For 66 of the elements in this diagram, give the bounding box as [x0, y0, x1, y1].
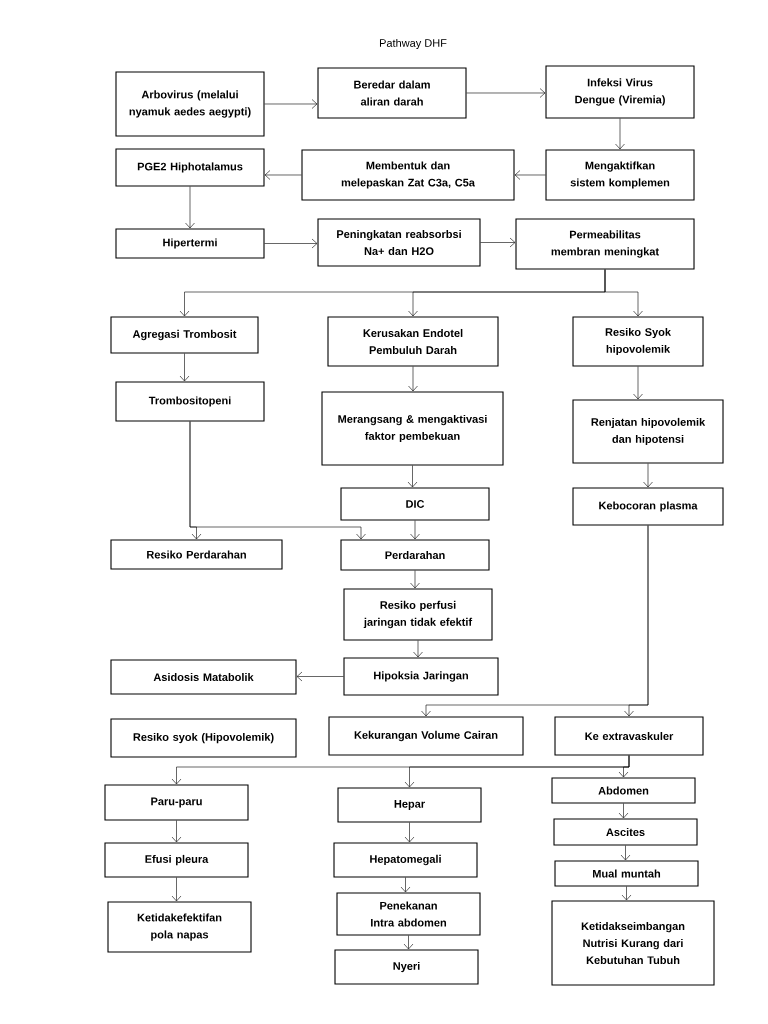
process-box: Mual muntah: [554, 860, 699, 887]
process-box: Kerusakan Endotel Pembuluh Darah: [327, 316, 499, 367]
arrow: [604, 269, 643, 317]
arrow: [466, 88, 546, 98]
arrow: [410, 520, 420, 540]
arrow: [410, 570, 420, 589]
process-box: Resiko Perdarahan: [110, 539, 283, 570]
process-box: Beredar dalam aliran darah: [317, 67, 467, 119]
process-box: Ketidakefektifan pola napas: [107, 901, 252, 953]
process-box: Resiko perfusi jaringan tidak efektif: [343, 588, 493, 641]
process-box: Arbovirus (melalui nyamuk aedes aegypti): [115, 71, 265, 137]
arrow: [403, 935, 414, 950]
process-box: Merangsang & mengaktivasi faktor pembekuan: [321, 391, 504, 466]
process-box: Trombositopeni: [115, 381, 265, 422]
arrow: [615, 118, 625, 150]
process-box: Peningkatan reabsorbsi Na+ dan H2O: [317, 218, 481, 267]
process-box: Perdarahan: [340, 539, 490, 571]
diagram-title: Pathway DHF: [380, 38, 447, 50]
arrow: [413, 640, 423, 658]
process-box: Renjatan hipovolemik dan hipotensi: [572, 399, 724, 464]
process-box: Infeksi Virus Dengue (Viremia): [545, 65, 695, 119]
arrow: [480, 237, 516, 248]
arrow: [189, 421, 366, 540]
process-box: Abdomen: [551, 777, 696, 804]
process-box: Kekurangan Volume Cairan: [328, 716, 524, 756]
arrow: [633, 366, 643, 400]
arrow: [624, 525, 649, 717]
process-box: Permeabilitas membran meningkat: [515, 218, 695, 270]
process-box: Hipertermi: [115, 228, 265, 259]
arrow: [407, 465, 418, 488]
process-box: Ketidakseimbangan Nutrisi Kurang dari Kebutuhan Tubuh: [551, 900, 715, 986]
arrow: [185, 186, 195, 229]
process-box: Ke extravaskuler: [554, 716, 704, 756]
process-box: Penekanan Intra abdomen: [336, 892, 481, 936]
process-box: Membentuk dan melepaskan Zat C3a, C5a: [301, 149, 515, 201]
arrow: [408, 366, 418, 392]
process-box: Asidosis Matabolik: [110, 659, 297, 695]
arrow: [171, 820, 182, 843]
process-box: Hipoksia Jaringan: [343, 657, 499, 696]
arrow: [179, 353, 190, 382]
process-box: Resiko syok (Hipovolemik): [110, 718, 297, 758]
process-box: Kebocoran plasma: [572, 487, 724, 526]
process-box: Resiko Syok hipovolemik: [572, 316, 704, 367]
process-box: Hepatomegali: [333, 842, 478, 878]
arrow: [171, 877, 182, 902]
process-box: PGE2 Hiphotalamus: [115, 148, 265, 187]
arrow: [618, 803, 629, 819]
arrow: [264, 170, 302, 180]
process-box: Hepar: [337, 787, 482, 823]
arrow: [514, 170, 546, 180]
arrow: [621, 886, 632, 901]
process-box: Agregasi Trombosit: [110, 316, 259, 354]
process-box: Nyeri: [334, 949, 479, 985]
arrow: [620, 845, 631, 861]
process-box: Mengaktifkan sistem komplemen: [545, 149, 695, 201]
process-box: Paru-paru: [104, 784, 249, 821]
arrow: [404, 822, 415, 843]
arrow: [618, 755, 630, 778]
arrow: [296, 671, 344, 682]
process-box: DIC: [340, 487, 490, 521]
arrow: [400, 877, 411, 893]
process-box: Ascites: [553, 818, 698, 846]
process-box: Efusi pleura: [104, 842, 249, 878]
arrow: [643, 463, 653, 488]
arrow: [264, 99, 318, 109]
arrow: [264, 238, 318, 249]
